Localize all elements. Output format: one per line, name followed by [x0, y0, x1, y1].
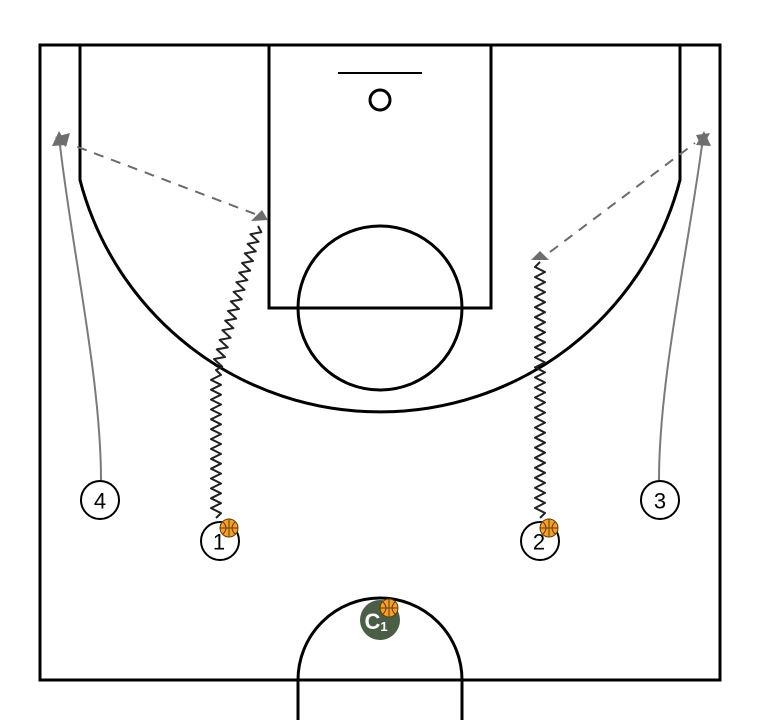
dribble-line-player-1 — [210, 225, 263, 519]
pass-line-2-to-3 — [549, 142, 696, 253]
cut-line-player-3 — [658, 144, 703, 481]
basketball-icon-coach — [379, 598, 399, 618]
three-point-line — [78, 45, 682, 414]
player-3-marker: 3 — [640, 480, 680, 520]
basketball-icon-player-2 — [539, 518, 559, 538]
player-2-label: 2 — [533, 530, 545, 555]
cut-line-player-4 — [59, 144, 102, 481]
dribble-arrowhead-1 — [251, 210, 268, 221]
player-4-marker: 4 — [80, 480, 120, 520]
dribble-line-player-2 — [534, 261, 546, 519]
rim — [368, 88, 392, 112]
player-3-label: 3 — [654, 489, 666, 514]
basketball-icon-player-1 — [219, 518, 239, 538]
cut-arrowhead-4 — [52, 131, 67, 146]
coach-label: C1 — [364, 609, 387, 634]
player-1-label: 1 — [213, 530, 225, 555]
free-throw-lane — [267, 43, 493, 310]
court-boundary — [38, 43, 722, 682]
pass-line-1-to-4 — [69, 143, 256, 215]
free-throw-circle — [296, 224, 464, 392]
dribble-arrowhead-2 — [531, 251, 549, 260]
player-4-label: 4 — [94, 489, 106, 514]
cut-arrowhead-3 — [696, 131, 711, 146]
center-circle — [296, 596, 464, 720]
